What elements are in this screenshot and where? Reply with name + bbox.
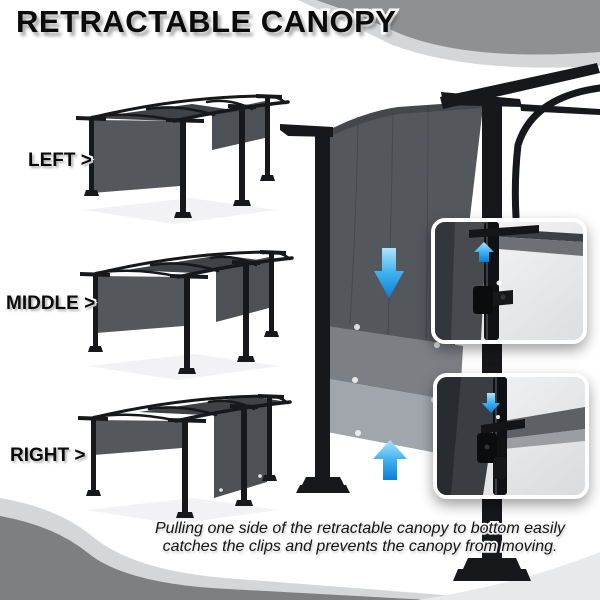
post [265,98,270,177]
clip-detail-inset-bottom [433,373,589,499]
canopy-rod [481,419,525,434]
roof-slat [520,104,600,115]
post [89,120,94,192]
clip [473,286,493,314]
swoosh-top-right-gray [316,0,600,55]
post [184,278,190,370]
canopy-panel-right [216,257,269,322]
post [239,108,245,202]
canopy-rod [469,225,539,238]
arched-rafter [511,84,600,221]
post [241,408,247,502]
post [243,264,249,358]
canopy-panel-left-wall [92,120,180,193]
label-right-position: RIGHT > [8,443,88,468]
pergola-thumbnail-right [78,394,292,524]
caption-line-1: Pulling one side of the retractable cano… [153,518,567,539]
pergola-thumbnail-middle [80,250,294,380]
post [93,276,98,348]
left-post [315,135,330,480]
label-middle-position: MIDDLE > [4,291,97,316]
pulled-canopy-band [503,407,585,439]
canopy-on-roof [139,396,288,415]
clip-detail-inset-top [431,218,587,344]
up-arrow-icon [373,440,407,480]
label-left-position: LEFT > [26,148,94,173]
swoosh-bottom-right-pale [418,552,600,600]
swoosh-bottom-left-dark [0,516,430,600]
canopy-panel-right [212,101,265,150]
post [269,254,274,333]
post [182,422,188,514]
canopy-panel-left-wall [96,276,184,333]
post [91,420,96,492]
left-post-cap [280,124,333,137]
canopy-fabric-light [323,378,460,457]
post [267,398,272,477]
caption-line-2: catches the clips and prevents the canop… [161,537,559,558]
down-arrow-icon [374,248,404,298]
canopy-panel-left-wall [94,420,182,455]
canopy-on-roof [126,255,266,273]
down-arrow-icon [482,393,500,413]
pergola-thumbnail-left [76,94,290,224]
canopy-on-roof [90,104,240,121]
page-title: RETRACTABLE CANOPY [13,2,398,42]
post [180,122,186,214]
caption-text: Pulling one side of the retractable cano… [130,518,590,558]
canopy-panel-right [214,401,267,498]
rolled-canopy [487,236,583,256]
up-arrow-icon [474,242,494,262]
